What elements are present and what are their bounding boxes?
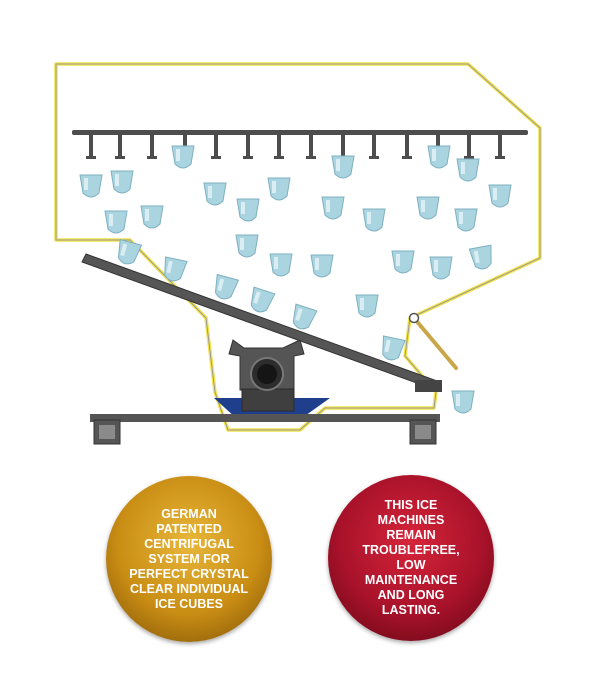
ice-cube bbox=[171, 145, 195, 169]
ice-cube-highlight bbox=[274, 257, 278, 269]
ice-cube-highlight bbox=[109, 214, 113, 226]
ice-cube bbox=[79, 174, 103, 198]
base-frame-rail bbox=[90, 414, 440, 422]
ice-cube-highlight bbox=[432, 149, 436, 161]
ice-cube bbox=[488, 184, 512, 208]
spray-bar-pipe bbox=[72, 130, 528, 135]
ice-cube bbox=[140, 205, 164, 229]
exit-flap-pivot bbox=[408, 312, 420, 324]
spray-nozzle bbox=[341, 134, 345, 158]
ice-cube-highlight bbox=[360, 298, 364, 310]
ice-cube bbox=[267, 177, 291, 201]
badge-troublefree-text: THIS ICE MACHINES REMAIN TROUBLEFREE, LO… bbox=[362, 498, 460, 617]
ice-cube-highlight bbox=[240, 238, 244, 250]
ice-cube-highlight bbox=[253, 291, 261, 304]
ice-cubes bbox=[79, 145, 512, 414]
ice-cube-highlight bbox=[166, 260, 173, 274]
spray-nozzle bbox=[277, 134, 281, 158]
spray-nozzle-tip bbox=[402, 156, 412, 159]
ice-cube-highlight bbox=[367, 212, 371, 224]
ice-cube bbox=[110, 170, 134, 194]
ice-cube-highlight bbox=[295, 308, 303, 321]
ice-cube-highlight bbox=[272, 181, 276, 193]
ice-ramp-end bbox=[415, 380, 442, 392]
ice-cube-highlight bbox=[176, 149, 180, 161]
ice-cube bbox=[416, 196, 440, 220]
ice-cube-highlight bbox=[493, 188, 497, 200]
ice-cube bbox=[236, 198, 260, 222]
ice-cube-highlight bbox=[336, 159, 340, 171]
ice-cube bbox=[269, 253, 293, 277]
motor-base bbox=[241, 388, 295, 412]
ice-cube-highlight bbox=[315, 258, 319, 270]
ice-cube-highlight bbox=[434, 260, 438, 272]
badge-troublefree: THIS ICE MACHINES REMAIN TROUBLEFREE, LO… bbox=[328, 475, 494, 641]
ice-cube bbox=[235, 234, 259, 258]
spray-nozzle bbox=[118, 134, 122, 158]
ice-cube-highlight bbox=[396, 254, 400, 266]
ice-cube bbox=[310, 254, 334, 278]
spray-nozzle bbox=[246, 134, 250, 158]
ice-cube bbox=[454, 208, 478, 232]
spray-nozzle-tip bbox=[274, 156, 284, 159]
spray-nozzle-tip bbox=[86, 156, 96, 159]
spray-nozzle bbox=[467, 134, 471, 158]
ice-cube bbox=[456, 158, 480, 182]
spray-nozzle bbox=[405, 134, 409, 158]
ice-cube-highlight bbox=[326, 200, 330, 212]
ice-ramp bbox=[81, 253, 442, 392]
ice-cube bbox=[451, 390, 475, 414]
ice-cube bbox=[331, 155, 355, 179]
ice-cube-highlight bbox=[84, 178, 88, 190]
spray-nozzle bbox=[89, 134, 93, 158]
ice-cube-highlight bbox=[145, 209, 149, 221]
ice-cube bbox=[391, 250, 415, 274]
ice-cube-highlight bbox=[461, 162, 465, 174]
badge-centrifugal-system-text: GERMAN PATENTED CENTRIFUGAL SYSTEM FOR P… bbox=[129, 506, 249, 611]
ice-cube bbox=[429, 256, 453, 280]
ice-cube bbox=[203, 182, 227, 206]
ice-cube-highlight bbox=[120, 243, 128, 257]
spray-nozzle bbox=[309, 134, 313, 158]
ice-cube-highlight bbox=[217, 278, 225, 292]
ice-cube-highlight bbox=[208, 186, 212, 198]
ice-cube bbox=[321, 196, 345, 220]
spray-nozzle bbox=[498, 134, 502, 158]
exit-flap bbox=[408, 312, 458, 370]
spray-nozzle-tip bbox=[306, 156, 316, 159]
base-frame bbox=[90, 414, 440, 445]
ice-cube-highlight bbox=[459, 212, 463, 224]
ice-cube-highlight bbox=[473, 250, 480, 264]
ice-cube bbox=[355, 294, 379, 318]
ice-cube-highlight bbox=[241, 202, 245, 214]
exit-flap-arm bbox=[412, 316, 458, 370]
spray-nozzle bbox=[372, 134, 376, 158]
motor-hub-center bbox=[257, 364, 277, 384]
motor-assembly bbox=[228, 339, 305, 412]
spray-nozzle-tip bbox=[211, 156, 221, 159]
base-frame-foot-left-inner bbox=[99, 425, 115, 439]
spray-nozzle-tip bbox=[243, 156, 253, 159]
base-frame-foot-right-inner bbox=[415, 425, 431, 439]
badge-centrifugal-system: GERMAN PATENTED CENTRIFUGAL SYSTEM FOR P… bbox=[106, 476, 272, 642]
spray-nozzle-tip bbox=[464, 156, 474, 159]
ice-cube-highlight bbox=[456, 394, 460, 406]
spray-nozzle bbox=[150, 134, 154, 158]
ice-machine-diagram bbox=[54, 62, 542, 445]
ice-cube-highlight bbox=[384, 339, 391, 353]
ice-cube-highlight bbox=[115, 174, 119, 186]
spray-nozzle-tip bbox=[369, 156, 379, 159]
spray-nozzle-tip bbox=[147, 156, 157, 159]
ice-cube bbox=[362, 208, 386, 232]
spray-nozzle-tip bbox=[495, 156, 505, 159]
ice-cube-highlight bbox=[421, 200, 425, 212]
ice-cube bbox=[427, 145, 451, 169]
ice-cube bbox=[104, 210, 128, 234]
spray-nozzle bbox=[214, 134, 218, 158]
spray-nozzle-tip bbox=[115, 156, 125, 159]
